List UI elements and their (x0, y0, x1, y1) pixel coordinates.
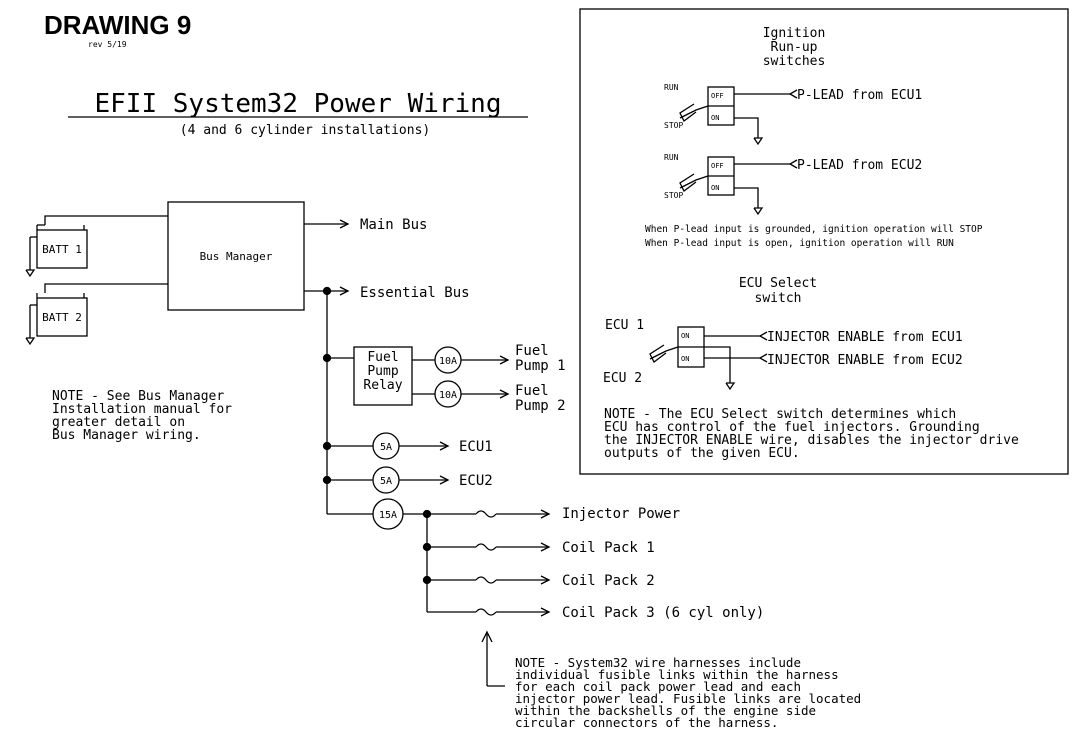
stop-label: STOP (664, 121, 683, 130)
injector-power-line (427, 509, 551, 519)
ecu-select-note-3: the INJECTOR ENABLE wire, disables the i… (604, 433, 1019, 448)
fuel-pump-relay (353, 346, 413, 406)
ignition-title-1: Ignition (763, 26, 826, 41)
fuel-pump1-label-2: Pump 1 (515, 358, 566, 374)
run-label: RUN (664, 153, 679, 162)
ecu-select-note-4: outputs of the given ECU. (604, 446, 800, 461)
coil-pack2-label: Coil Pack 2 (562, 573, 655, 589)
essential-bus-label: Essential Bus (360, 285, 470, 301)
plead-ecu1-label: P-LEAD from ECU1 (797, 88, 922, 103)
relay-label-2: Pump (367, 364, 398, 379)
battery-1-label: BATT 1 (42, 243, 82, 256)
battery-2: BATT 2 (36, 293, 88, 337)
ecu-select-note-1: NOTE - The ECU Select switch determines … (604, 407, 956, 422)
ground-symbol (25, 337, 36, 346)
revision-label: rev 5/19 (88, 40, 127, 49)
ecu-select-title-1: ECU Select (739, 276, 817, 291)
on-label: ON (681, 355, 689, 363)
fuse-ecu1-rating: 5A (380, 442, 392, 453)
coil-pack1-line (427, 542, 551, 552)
switches-panel (579, 8, 1069, 475)
arrow-icon (339, 219, 350, 229)
bus-manager-label: Bus Manager (200, 250, 273, 263)
ignition-explain-2: When P-lead input is open, ignition oper… (645, 238, 954, 249)
ignition-switch-2: OFF ON RUN STOP (664, 153, 798, 216)
bus-manager-note-3: greater detail on (52, 415, 185, 430)
ecu-select-title-2: switch (755, 291, 802, 306)
bus-manager-note-4: Bus Manager wiring. (52, 428, 201, 443)
plead-ecu2-label: P-LEAD from ECU2 (797, 158, 922, 173)
coil-pack3-label: Coil Pack 3 (6 cyl only) (562, 605, 764, 621)
on-label: ON (711, 184, 719, 192)
injector-enable-ecu2-label: INJECTOR ENABLE from ECU2 (767, 353, 963, 368)
fuse-15a-rating: 15A (379, 510, 397, 521)
fuse-pump1-rating: 10A (439, 356, 457, 367)
battery-1: BATT 1 (36, 224, 88, 269)
on-label: ON (681, 332, 689, 340)
ecu2-output-label: ECU2 (459, 473, 493, 489)
arrow-icon (499, 355, 510, 365)
fuel-pump2-label-1: Fuel (515, 383, 549, 399)
batt2-positive-wire (44, 283, 168, 293)
drawing-number: DRAWING 9 (44, 10, 191, 40)
on-label: ON (711, 114, 719, 122)
ecu1-output-label: ECU1 (459, 439, 493, 455)
ground-symbol (25, 269, 36, 278)
ignition-explain-1: When P-lead input is grounded, ignition … (645, 224, 983, 235)
bus-manager-note-2: Installation manual for (52, 402, 232, 417)
bus-manager-box (167, 201, 305, 311)
harness-note-6: circular connectors of the harness. (515, 715, 778, 730)
ignition-title-3: switches (763, 54, 826, 69)
arrow-up-icon (481, 630, 493, 643)
main-bus-label: Main Bus (360, 217, 427, 233)
ecu1-select-label: ECU 1 (605, 318, 644, 333)
fuel-pump1-label-1: Fuel (515, 343, 549, 359)
arrow-icon (339, 286, 350, 296)
harness-note-5: within the backshells of the engine side (515, 703, 816, 718)
arrow-icon (499, 389, 510, 399)
arrow-icon (439, 441, 450, 451)
off-label: OFF (711, 162, 724, 170)
ecu-select-note-2: ECU has control of the fuel injectors. G… (604, 420, 980, 435)
harness-note-3: for each coil pack power lead and each (515, 679, 801, 694)
ignition-switch-1: OFF ON RUN STOP (664, 83, 798, 146)
fuse-pump2-rating: 10A (439, 390, 457, 401)
off-label: OFF (711, 92, 724, 100)
harness-note-2: individual fusible links within the harn… (515, 667, 839, 682)
bus-manager-note-1: NOTE - See Bus Manager (52, 389, 224, 404)
diagram-subtitle: (4 and 6 cylinder installations) (180, 123, 430, 138)
coil-pack2-line (427, 575, 551, 585)
harness-note-1: NOTE - System32 wire harnesses include (515, 655, 801, 670)
ignition-title-2: Run-up (771, 40, 818, 55)
run-label: RUN (664, 83, 679, 92)
injector-power-label: Injector Power (562, 506, 680, 522)
harness-note-4: injector power lead. Fusible links are l… (515, 691, 861, 706)
relay-label-3: Relay (363, 378, 402, 393)
battery-2-label: BATT 2 (42, 311, 82, 324)
fuel-pump2-label-2: Pump 2 (515, 398, 566, 414)
injector-enable-ecu1-label: INJECTOR ENABLE from ECU1 (767, 330, 963, 345)
stop-label: STOP (664, 191, 683, 200)
fuse-ecu2-rating: 5A (380, 476, 392, 487)
coil-pack1-label: Coil Pack 1 (562, 540, 655, 556)
diagram-title: EFII System32 Power Wiring (95, 89, 502, 119)
ecu2-select-label: ECU 2 (603, 371, 642, 386)
arrow-icon (439, 475, 450, 485)
batt1-positive-wire (44, 215, 168, 225)
ecu-select-switch: ON ON (649, 326, 768, 391)
coil-pack3-line (427, 607, 551, 617)
relay-label-1: Fuel (367, 350, 398, 365)
